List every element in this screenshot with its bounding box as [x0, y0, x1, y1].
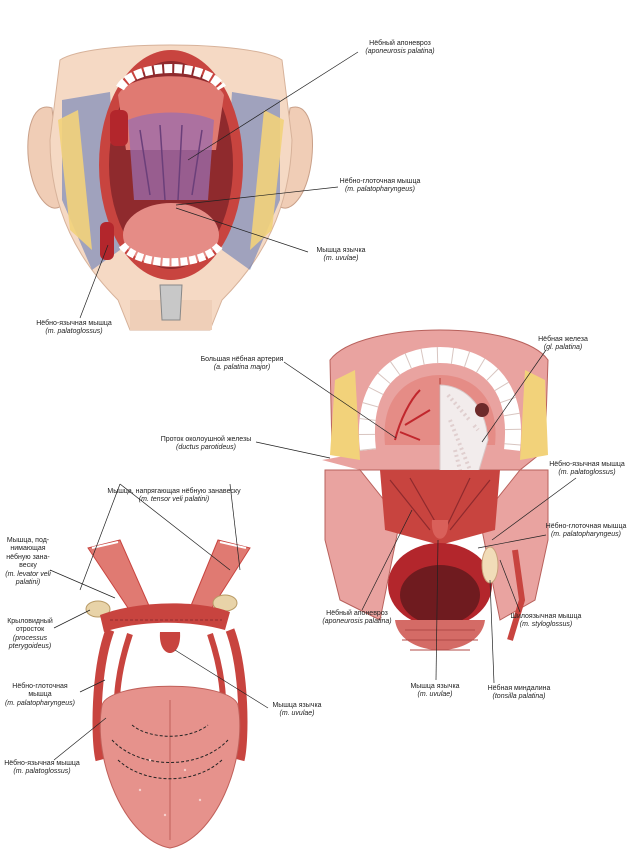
label-la: (m. palatopharyngeus) [344, 186, 416, 194]
label-la: (gl. palatina) [543, 344, 583, 352]
label-top-uvulae: Мышца язычка (m. uvulae) [296, 247, 386, 264]
label-la: (m. palatopharyngeus) [4, 699, 76, 707]
label-top-palatoglossus: Нёбно-язычная мышца (m. palatoglossus) [14, 320, 134, 337]
label-ru: Проток околоушной железы [160, 436, 252, 443]
label-ru: Нёбная железа [538, 336, 588, 343]
label-left-uvulae: Мышца язычка (m. uvulae) [252, 702, 342, 719]
label-ru: Нёбно-глоточная мышца [545, 523, 627, 530]
label-la: (m. tensor veli palatini) [138, 496, 210, 504]
label-la: (m. levator veli [5, 570, 51, 578]
label-top-aponeurosis: Нёбный апоневроз (aponeurosis palatina) [340, 40, 460, 57]
leader-lines [49, 51, 577, 761]
label-ru: Мышца, напрягающая нёбную занавеску [107, 488, 241, 495]
label-right-gland: Нёбная железа (gl. palatina) [518, 336, 608, 353]
label-la: (ductus parotideus) [176, 444, 236, 452]
label-right-uvulae: Мышца язычка (m. uvulae) [390, 683, 480, 700]
label-right-duct: Проток околоушной железы (ductus parotid… [144, 436, 268, 453]
label-la: (m. palatoglossus) [13, 768, 71, 776]
label-ru: Крыловидный [7, 618, 53, 625]
label-la: (m. uvulae) [323, 255, 359, 263]
label-ru: Нёбный апоневроз [369, 40, 431, 47]
label-ru: Большая нёбная артерия [200, 356, 284, 363]
label-ru: веску [19, 562, 37, 570]
label-right-palatopharyngeus: Нёбно-глоточная мышца (m. palatopharynge… [540, 523, 632, 540]
label-la: pterygoideus) [8, 643, 52, 651]
label-left-palatopharyngeus: Нёбно-глоточная мышца (m. palatopharynge… [0, 683, 80, 708]
label-la: (tonsilla palatina) [492, 693, 546, 701]
label-ru: Нёбная миндалина [487, 685, 551, 692]
label-la: (aponeurosis palatina) [365, 48, 435, 56]
label-ru: нимающая [10, 545, 46, 553]
label-left-levator: Мышца, под- нимающая нёбную зана- веску … [0, 537, 56, 587]
label-ru: Нёбно-язычная мышца [4, 760, 80, 767]
label-left-tensor: Мышца, напрягающая нёбную занавеску (m. … [84, 488, 264, 505]
label-ru: Нёбно-язычная мышца [549, 461, 625, 468]
label-right-aponeurosis: Нёбный апоневроз (aponeurosis palatina) [302, 610, 412, 627]
label-ru: Шилоязычная мышца [510, 613, 582, 620]
label-ru: нёбную зана- [6, 553, 50, 561]
top-figure-face [27, 44, 313, 331]
right-figure-palate [322, 329, 549, 651]
label-top-palatopharyngeus: Нёбно-глоточная мышца (m. palatopharynge… [316, 178, 444, 195]
label-ru: Нёбный апоневроз [326, 610, 388, 617]
label-ru: Нёбно-глоточная мышца [339, 178, 421, 185]
label-ru: отросток [15, 626, 45, 634]
label-left-pterygoid: Крыловидный отросток (processus pterygoi… [0, 618, 60, 652]
label-la: (aponeurosis palatina) [322, 618, 392, 626]
label-ru: Мышца язычка [316, 247, 366, 254]
label-right-palatoglossus: Нёбно-язычная мышца (m. palatoglossus) [542, 461, 632, 478]
label-ru: Нёбно-глоточная [12, 683, 68, 690]
label-ru: мышца [28, 691, 52, 699]
label-la: (m. uvulae) [417, 691, 453, 699]
label-la: (m. palatopharyngeus) [550, 531, 622, 539]
label-la: (a. palatina major) [213, 364, 271, 372]
label-ru: Мышца язычка [410, 683, 460, 690]
label-la: (m. styloglossus) [519, 621, 573, 629]
label-ru: Мышца, под- [6, 537, 50, 544]
label-la: (m. palatoglossus) [558, 469, 616, 477]
label-la: (m. palatoglossus) [45, 328, 103, 336]
left-figure-muscles [85, 539, 251, 849]
label-right-styloglossus: Шилоязычная мышца (m. styloglossus) [496, 613, 596, 630]
label-la: (processus [12, 634, 48, 642]
label-la: (m. uvulae) [279, 710, 315, 718]
label-left-palatoglossus: Нёбно-язычная мышца (m. palatoglossus) [0, 760, 84, 777]
label-right-tonsil: Нёбная миндалина (tonsilla palatina) [474, 685, 564, 702]
label-ru: Мышца язычка [272, 702, 322, 709]
label-right-artery: Большая нёбная артерия (a. palatina majo… [182, 356, 302, 373]
label-la: palatini) [15, 579, 41, 587]
label-ru: Нёбно-язычная мышца [36, 320, 112, 327]
